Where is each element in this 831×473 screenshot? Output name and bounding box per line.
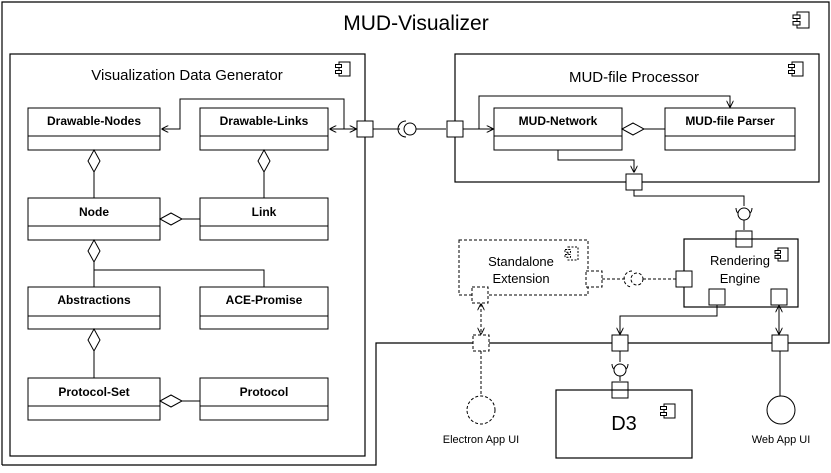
component-title: MUD-file Processor [569,69,699,86]
class-protocol: Protocol [199,377,329,421]
aggregation-node-abstractions [87,238,265,287]
component-title-line-1: Rendering [710,253,770,268]
web-app-ui-label: Web App UI [752,434,811,446]
extension-port-right [585,270,603,288]
class-drawable-nodes: Drawable-Nodes [27,107,161,151]
component-icon [660,403,676,419]
aggregation-drawable-links-link [257,148,271,198]
class-name: Protocol-Set [58,385,129,399]
class-name: MUD-file Parser [685,114,775,128]
aggregation-node-link [158,212,200,226]
electron-app-ui-label: Electron App UI [443,434,519,446]
extension-port-bottom [471,286,489,304]
component-title-line-2: Extension [492,271,549,286]
component-icon [564,246,579,261]
network-to-bottom-port [557,150,634,172]
component-icon [335,61,351,77]
class-mud-file-parser: MUD-file Parser [664,107,796,151]
class-name: Drawable-Links [220,114,309,128]
class-name: MUD-Network [519,114,598,128]
d3-component: D3 [555,389,693,459]
class-abstractions: Abstractions [27,286,161,330]
rendering-port-left [675,270,693,288]
rendering-engine-component: Rendering Engine [675,238,799,308]
processor-port-left [446,120,493,138]
d3-port [611,334,629,352]
interface-extension-rendering [602,270,676,288]
extension-to-electron-port: Electron App UI [443,304,519,446]
component-title-line-2: Engine [720,271,760,286]
class-node: Node [27,197,161,241]
rendering-to-web-port: Web App UI [752,306,811,446]
network-to-parser-call [478,95,730,129]
electron-app-ui-actor [466,395,496,425]
class-name: Link [252,205,277,219]
component-icon [774,247,789,262]
component-title: Visualization Data Generator [91,67,283,84]
class-name: Protocol [240,385,289,399]
class-name: Abstractions [57,293,131,307]
standalone-extension-component: Standalone Extension [458,239,603,304]
visualization-data-generator-component: Visualization Data Generator [9,53,366,457]
web-port [771,334,789,352]
class-name: Node [79,205,109,219]
rendering-port-bottom-left [708,288,726,306]
vdg-port [356,120,374,138]
aggregation-abstractions-protocol-set [87,327,101,378]
rendering-port-bottom-right [770,288,788,306]
interface-processor-rendering [735,207,753,248]
d3-title: D3 [611,413,637,435]
class-name: Drawable-Nodes [47,114,141,128]
class-mud-network: MUD-Network [493,107,623,151]
web-app-ui-actor [766,395,796,425]
class-ace-promise: ACE-Promise [199,286,329,330]
diagram-title: MUD-Visualizer [343,12,488,35]
class-drawable-links: Drawable-Links [199,107,329,151]
drawable-links-connections [162,98,356,129]
processor-port-bottom [625,173,745,206]
component-icon [792,11,810,29]
class-link: Link [199,197,329,241]
aggregation-network-parser [620,122,665,136]
aggregation-protocol-set-protocol [158,394,200,408]
interface-vdg-processor [373,120,446,138]
class-protocol-set: Protocol-Set [27,377,161,421]
component-title-line-1: Standalone [488,254,554,269]
class-name: ACE-Promise [226,293,303,307]
component-icon [788,61,804,77]
electron-port [472,334,490,352]
mud-file-processor-component: MUD-file Processor [454,53,820,183]
aggregation-drawable-nodes-node [87,148,101,198]
